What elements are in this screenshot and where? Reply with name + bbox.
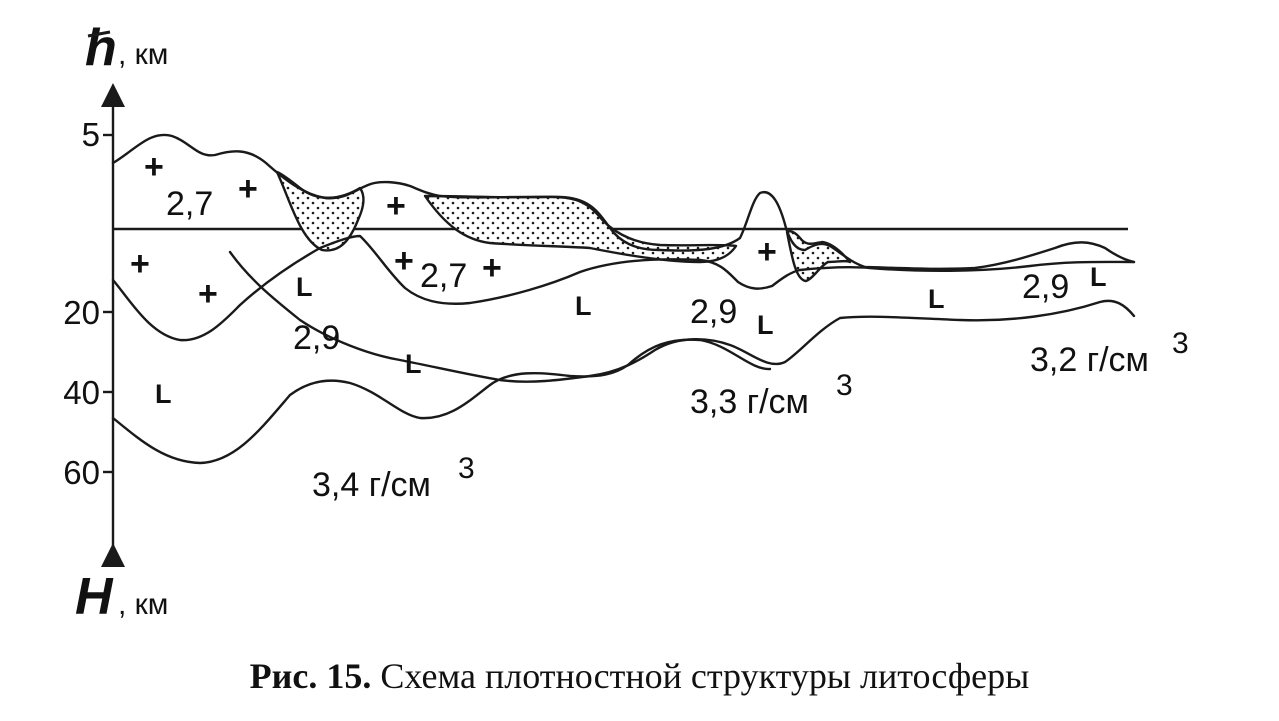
figure-caption: Рис. 15. Схема плотностной структуры лит…	[0, 655, 1279, 697]
granite-symbol: +	[757, 233, 777, 271]
density-exponent-3-2: 3	[1172, 327, 1189, 360]
tick-label-5: 5	[82, 116, 100, 153]
h-bar-mark	[87, 30, 111, 38]
density-label-2-9-mid: 2,9	[690, 293, 737, 331]
sediment-lens-3	[785, 230, 852, 283]
basalt-symbol: L	[296, 272, 313, 302]
granite-symbol: +	[482, 249, 502, 287]
axis-unit-bottom: , км	[118, 588, 168, 621]
caption-text: Схема плотностной структуры литосферы	[380, 656, 1030, 696]
topography-surface	[111, 133, 1136, 271]
basalt-symbol: L	[575, 291, 592, 321]
basalt-symbol: L	[155, 379, 172, 409]
basalt-symbol: L	[405, 349, 422, 379]
tick-label-60: 60	[63, 454, 100, 491]
tick-label-20: 20	[63, 294, 100, 331]
density-label-3-4: 3,4 г/см	[312, 466, 431, 504]
granite-symbol: +	[198, 275, 218, 313]
axis-unit-top: , км	[118, 38, 168, 71]
basalt-symbol: L	[928, 284, 945, 314]
basalt-symbol: L	[757, 310, 774, 340]
density-label-3-2: 3,2 г/см	[1030, 341, 1149, 379]
moho-lower	[111, 338, 772, 465]
granite-symbol: +	[144, 148, 164, 186]
density-label-2-7-upper: 2,7	[166, 185, 213, 223]
caption-number: Рис. 15.	[249, 656, 372, 696]
granite-symbol: +	[130, 245, 150, 283]
density-label-3-3: 3,3 г/см	[690, 383, 809, 421]
moho-upper	[228, 250, 1136, 383]
granite-symbol: +	[394, 242, 414, 280]
basalt-symbol: L	[1090, 262, 1107, 292]
density-label-2-9-right: 2,9	[1022, 268, 1069, 306]
axis-title-top: h	[85, 19, 117, 77]
density-exponent-3-4: 3	[458, 452, 475, 485]
axis-title-bottom: H	[75, 568, 114, 626]
granite-basalt-boundary	[111, 234, 1136, 342]
density-label-2-9-left: 2,9	[293, 319, 340, 357]
tick-label-40: 40	[63, 374, 100, 411]
granite-symbol: +	[238, 170, 258, 208]
density-label-2-7-lower: 2,7	[420, 257, 467, 295]
granite-symbol: +	[386, 187, 406, 225]
density-exponent-3-3: 3	[836, 369, 853, 402]
